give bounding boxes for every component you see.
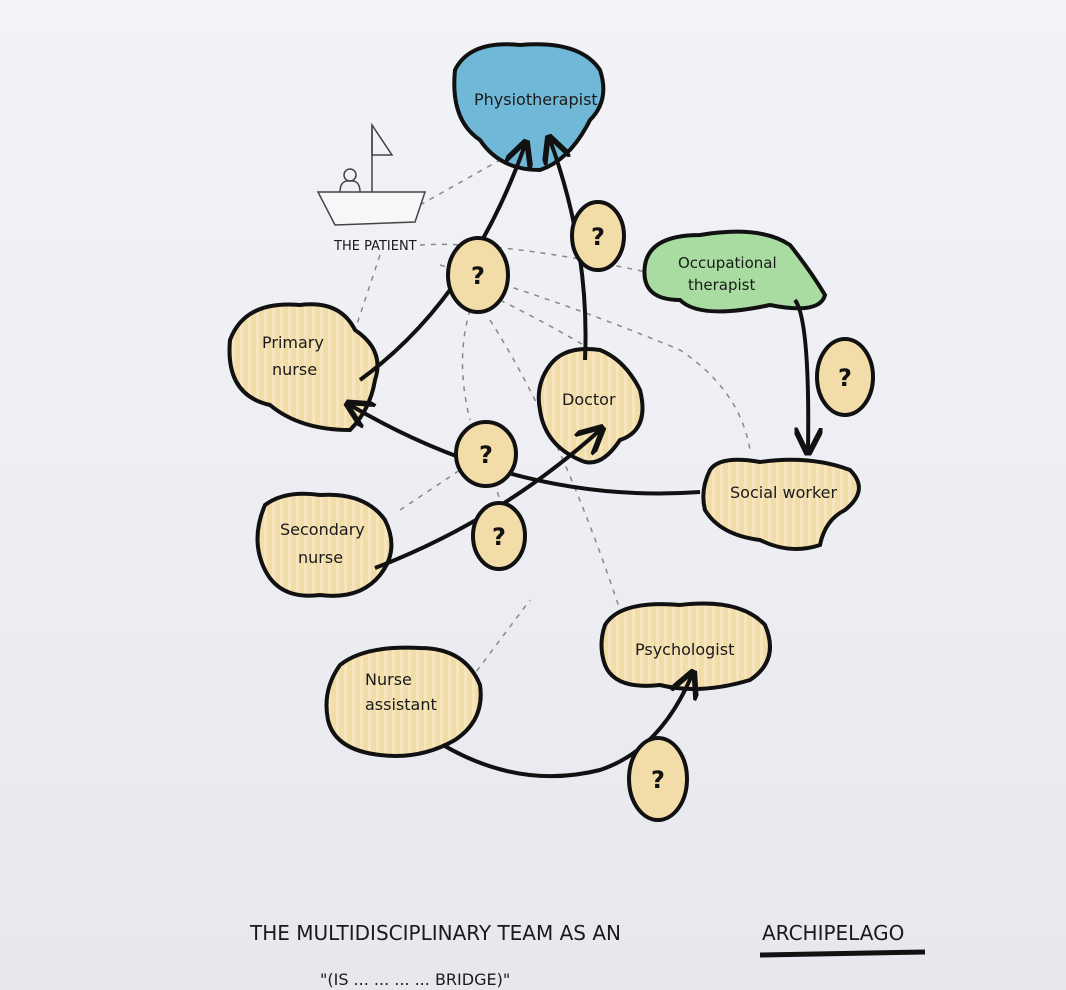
- svg-text:?: ?: [479, 441, 493, 469]
- caption: THE MULTIDISCIPLINARY TEAM AS AN ARCHIPE…: [249, 921, 926, 989]
- question-bubble-4: ?: [454, 420, 518, 488]
- island-doctor: Doctor: [536, 347, 645, 465]
- patient-boat: [316, 122, 427, 226]
- physiotherapist-label: Physiotherapist: [474, 90, 598, 109]
- patient-label: THE PATIENT: [333, 239, 417, 254]
- question-bubble-1: ?: [446, 236, 510, 314]
- svg-text:?: ?: [492, 523, 506, 551]
- island-physiotherapist: Physiotherapist: [452, 42, 606, 173]
- question-bubble-2: ?: [570, 200, 626, 272]
- psychologist-label: Psychologist: [635, 640, 734, 659]
- island-psychologist: Psychologist: [599, 601, 772, 691]
- caption-underline: [759, 949, 926, 958]
- question-bubbles: ? ? ? ? ? ?: [446, 200, 875, 822]
- caption-prefix: THE MULTIDISCIPLINARY TEAM AS AN: [249, 921, 621, 945]
- svg-text:?: ?: [471, 262, 485, 290]
- nurse-assistant-label-line2: assistant: [365, 695, 437, 714]
- caption-emphasis: ARCHIPELAGO: [762, 921, 904, 945]
- question-bubble-3: ?: [815, 337, 875, 417]
- occupational-therapist-label-line2: therapist: [688, 276, 755, 294]
- primary-nurse-label-line2: nurse: [272, 360, 317, 379]
- question-bubble-5: ?: [471, 501, 527, 571]
- island-secondary-nurse: Secondary nurse: [255, 491, 394, 598]
- island-primary-nurse: Primary nurse: [227, 302, 380, 433]
- svg-text:?: ?: [591, 223, 605, 251]
- social-worker-label: Social worker: [730, 483, 838, 502]
- question-bubble-6: ?: [627, 736, 689, 822]
- occupational-therapist-label-line1: Occupational: [678, 254, 777, 272]
- nurse-assistant-label-line1: Nurse: [365, 670, 412, 689]
- island-social-worker: Social worker: [701, 457, 861, 551]
- svg-text:?: ?: [838, 364, 852, 392]
- island-nurse-assistant: Nurse assistant: [324, 645, 483, 758]
- secondary-nurse-label-line2: nurse: [298, 548, 343, 567]
- doctor-label: Doctor: [562, 390, 616, 409]
- caption-second-line: "(IS ... ... ... ... BRIDGE)": [320, 970, 510, 989]
- island-occupational-therapist: Occupational therapist: [642, 229, 828, 314]
- secondary-nurse-label-line1: Secondary: [280, 520, 365, 539]
- svg-text:?: ?: [651, 766, 665, 794]
- primary-nurse-label-line1: Primary: [262, 333, 324, 352]
